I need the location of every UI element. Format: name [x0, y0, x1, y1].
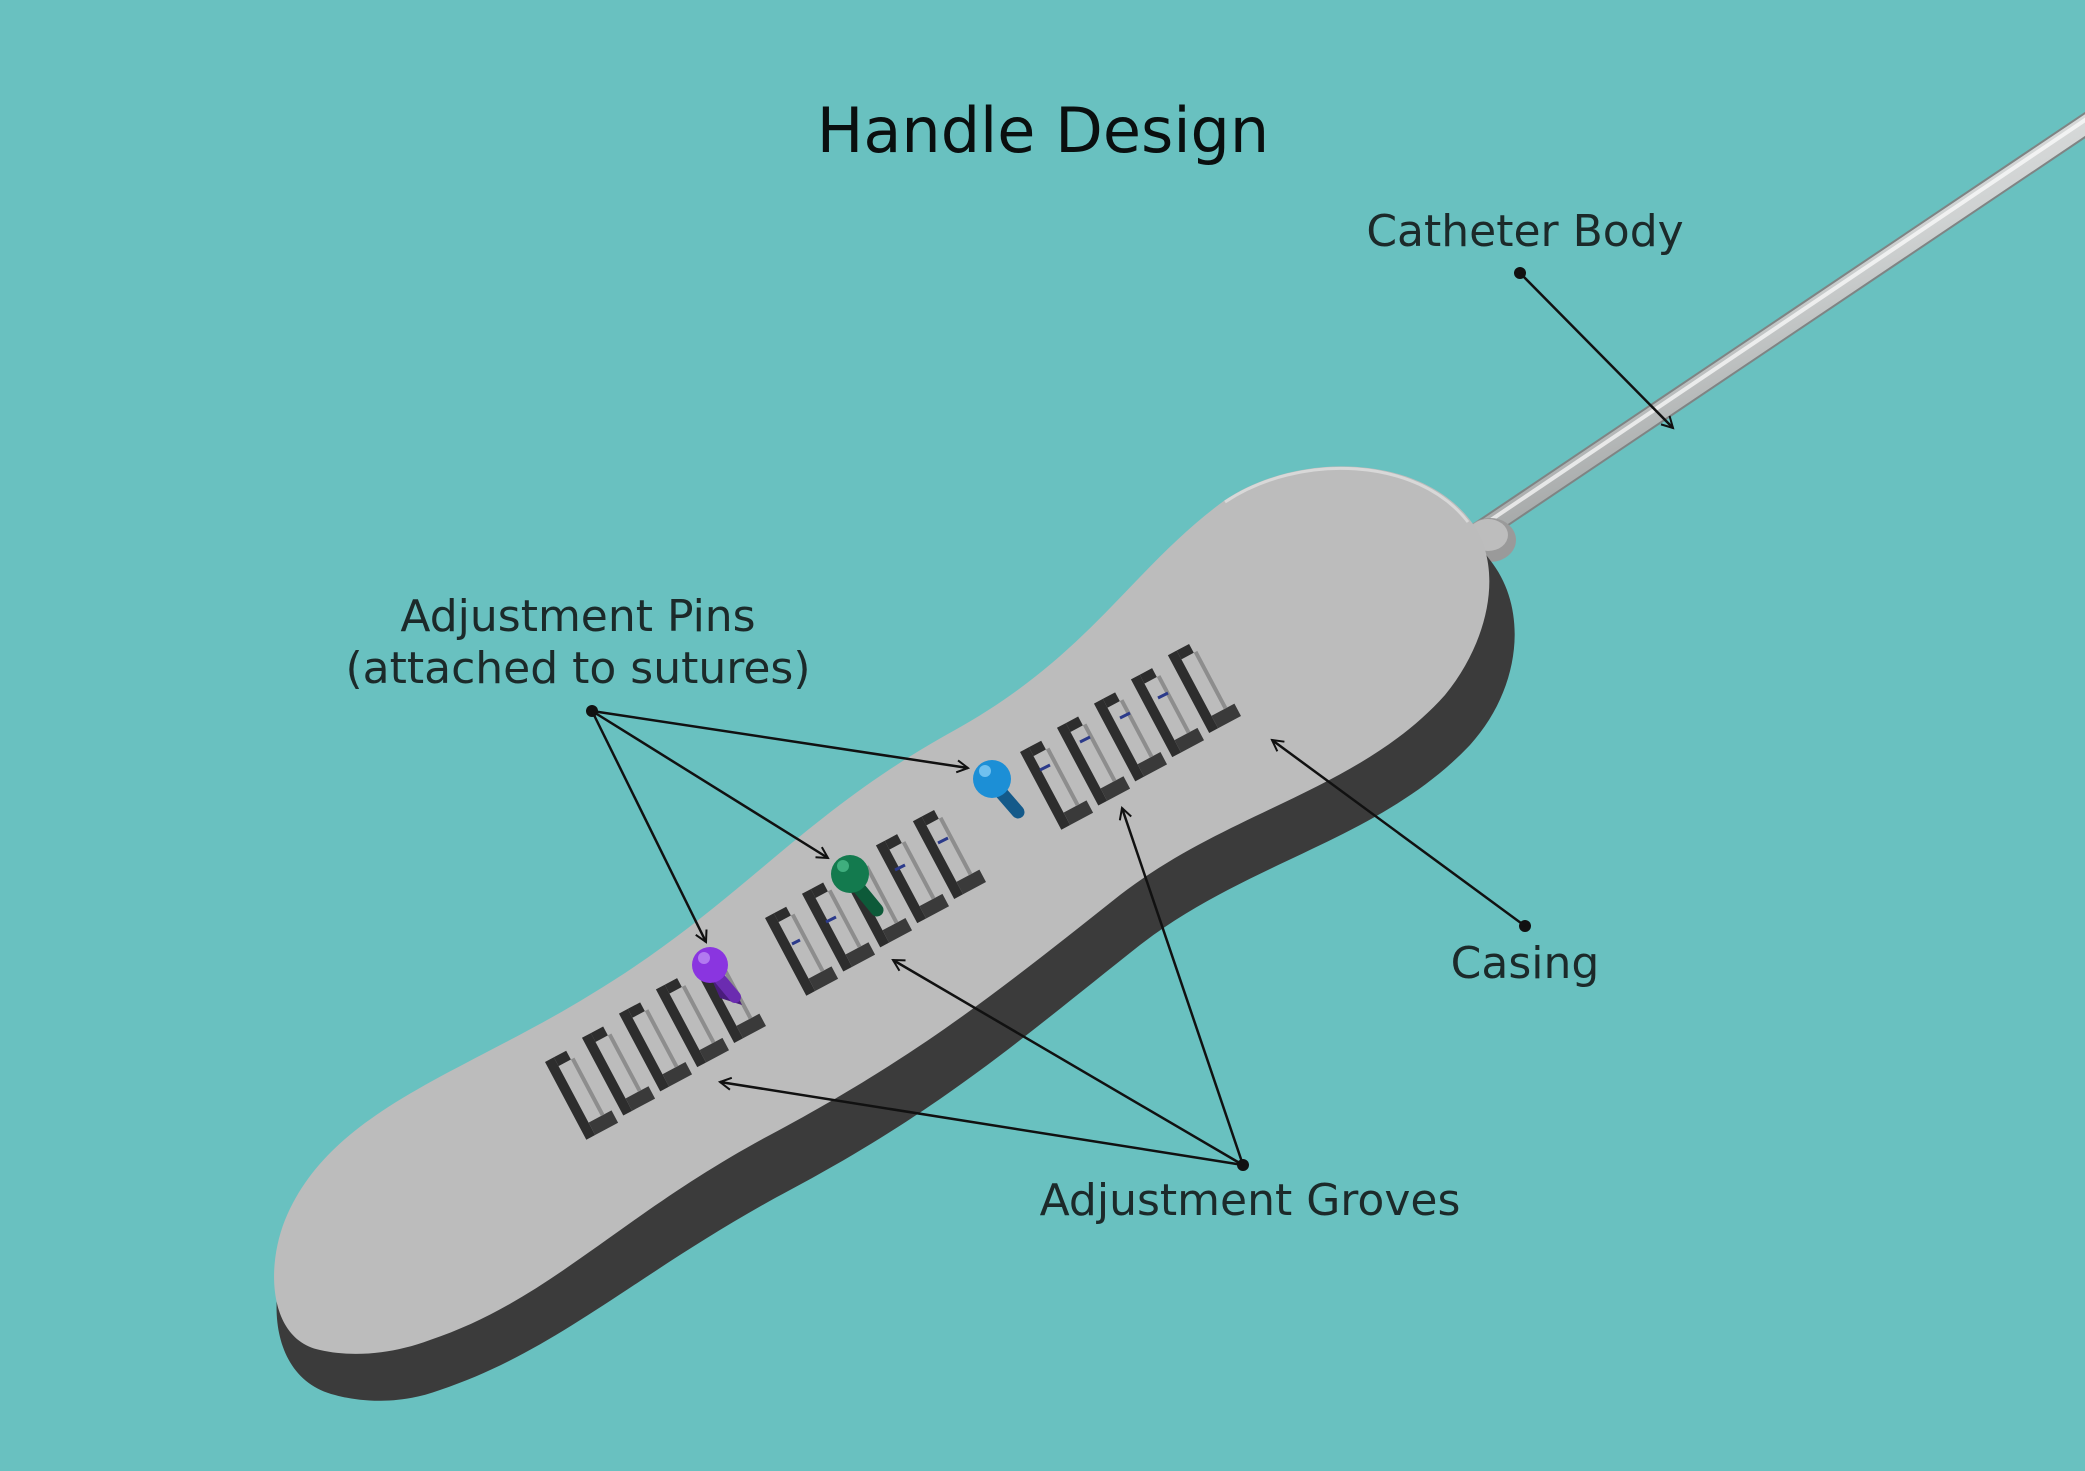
- leader-lines: [586, 267, 1673, 1171]
- pins-leader-blue: [591, 709, 968, 768]
- groves-leader-3: [1122, 808, 1245, 1166]
- label-adjustment-pins: Adjustment Pins: [400, 591, 756, 642]
- label-catheter-body: Catheter Body: [1366, 206, 1684, 257]
- pin-blue: [973, 760, 1025, 819]
- label-casing: Casing: [1450, 938, 1600, 989]
- groves-leader-2: [893, 958, 1244, 1167]
- page-title: Handle Design: [816, 94, 1270, 167]
- catheter-body: [1457, 111, 2085, 562]
- pins-leader-purple: [590, 710, 706, 942]
- label-adjustment-groves: Adjustment Groves: [1039, 1175, 1461, 1226]
- adjustment-groves: [545, 638, 1241, 1140]
- label-adjustment-pins-note: (attached to sutures): [345, 643, 811, 694]
- pins-leader-green: [591, 709, 828, 858]
- suture-marks: [791, 691, 1169, 946]
- pin-green: [831, 855, 884, 917]
- groves-leader-1: [720, 1082, 1244, 1167]
- casing-leader: [1272, 740, 1526, 928]
- pin-purple: [692, 947, 742, 1005]
- catheter-leader: [1519, 272, 1673, 428]
